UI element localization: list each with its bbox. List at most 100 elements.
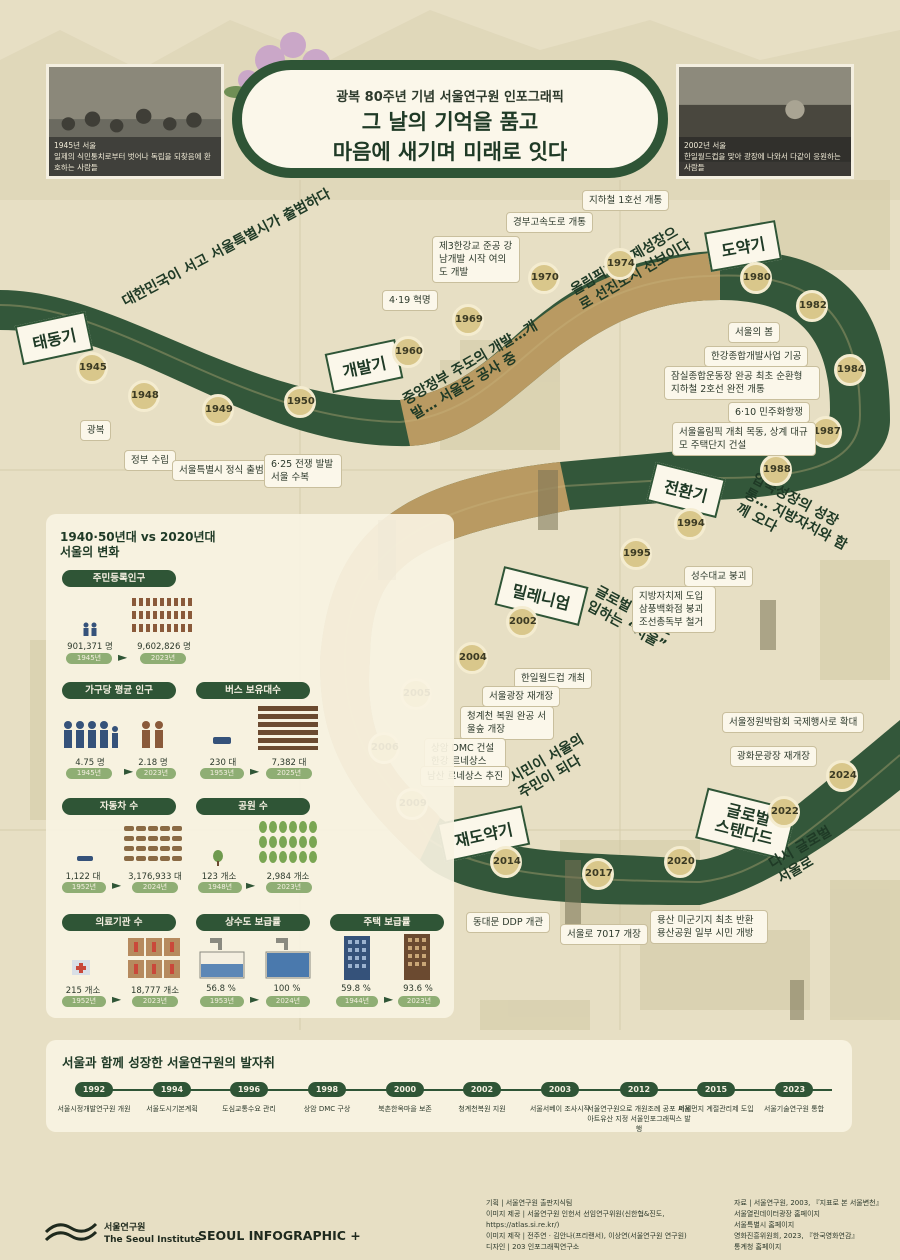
stat-value: 56.8 % <box>206 984 236 994</box>
event-tag: 광복 <box>80 420 112 441</box>
timeline-item: 미세먼지 계절관리제 도입 <box>678 1105 754 1113</box>
arrow-icon: ► <box>250 764 260 778</box>
year-pill: 1948년 <box>198 882 242 893</box>
year-dot: 2017 <box>582 858 614 890</box>
car-icon <box>77 856 93 861</box>
seoul-institute-logo-icon <box>44 1222 98 1242</box>
year-dot: 1970 <box>528 262 560 294</box>
people-icon <box>83 622 97 636</box>
header-title-line1: 그 날의 기억을 품고 <box>361 110 539 134</box>
title-card: 광복 80주년 기념 서울연구원 인포그래픽 그 날의 기억을 품고 마음에 새… <box>232 60 668 178</box>
stat-value: 93.6 % <box>403 984 433 994</box>
arrow-icon: ► <box>112 878 122 892</box>
event-tag: 서울광장 재개장 <box>482 686 561 707</box>
stat-heading: 자동차 수 <box>62 798 176 815</box>
event-tag: 동대문 DDP 개관 <box>466 912 551 933</box>
year-pill: 1953년 <box>200 768 244 779</box>
timeline-item: 서울도시기본계획 <box>146 1105 198 1113</box>
bus-fleet-icon <box>258 706 318 750</box>
year-pill: 2023년 <box>136 768 176 779</box>
timeline-year: 2012 <box>620 1082 658 1097</box>
year-dot: 1974 <box>604 248 636 280</box>
timeline-year: 2000 <box>386 1082 424 1097</box>
stat-value: 1,122 대 <box>65 872 101 882</box>
stat-value: 230 대 <box>209 758 237 768</box>
event-tag: 서울정원박람회 국제행사로 확대 <box>722 712 865 733</box>
event-tag: 제3한강교 준공 강남개발 시작 여의도 개발 <box>432 236 520 283</box>
stat-value: 4.75 명 <box>75 758 105 768</box>
timeline-item: 청계천복원 지원 <box>458 1105 506 1113</box>
timeline-item: 서울서베이 조사시작 <box>529 1105 591 1113</box>
year-dot: 1969 <box>452 304 484 336</box>
water-tank-icon <box>199 938 245 979</box>
header-title-line2: 마음에 새기며 미래로 잇다 <box>332 140 568 164</box>
year-pill: 2023년 <box>398 996 440 1007</box>
year-pill: 2023년 <box>266 882 312 893</box>
stat-value: 2,984 개소 <box>266 872 310 882</box>
year-pill: 1945년 <box>66 768 112 779</box>
timeline-year: 1992 <box>75 1082 113 1097</box>
event-tag: 한강종합개발사업 기공 <box>704 346 809 367</box>
year-pill: 2023년 <box>140 653 186 664</box>
tree-icon <box>213 850 223 866</box>
water-tank-full-icon <box>265 938 311 979</box>
timeline-item: 상암 DMC 구상 <box>303 1105 351 1113</box>
year-dot: 1994 <box>674 508 706 540</box>
year-dot: 2022 <box>768 796 800 828</box>
year-dot: 1945 <box>76 352 108 384</box>
timeline-item: 도심교통수요 관리 <box>222 1105 276 1113</box>
stat-heading: 상수도 보급률 <box>196 914 310 931</box>
forest-icon <box>259 821 317 863</box>
year-pill: 2025년 <box>266 768 312 779</box>
people-crowd-icon <box>132 598 192 632</box>
event-tag: 용산 미군기지 최초 반환 용산공원 일부 시민 개방 <box>650 910 768 944</box>
stat-value: 9,602,826 명 <box>137 642 191 652</box>
event-tag: 경부고속도로 개통 <box>506 212 593 233</box>
event-tag: 서울특별시 정식 출범 <box>172 460 271 481</box>
apartment-tall-icon <box>404 934 430 980</box>
sources: 자료 | 서울연구원, 2003, 『지표로 본 서울변천』서울열린데이터광장 … <box>734 1199 883 1251</box>
event-tag: 성수대교 붕괴 <box>684 566 754 587</box>
timeline-item: 북촌한옥마을 보존 <box>378 1105 432 1113</box>
event-tag: 6·25 전쟁 발발 서울 수복 <box>264 454 342 488</box>
institute-timeline-title: 서울과 함께 성장한 서울연구원의 발자취 <box>62 1055 275 1070</box>
year-pill: 2024년 <box>266 996 310 1007</box>
year-dot: 2020 <box>664 846 696 878</box>
year-dot: 1988 <box>760 454 792 486</box>
arrow-icon: ► <box>250 992 260 1006</box>
year-dot: 1948 <box>128 380 160 412</box>
arrow-icon: ► <box>384 992 394 1006</box>
year-dot: 1982 <box>796 290 828 322</box>
timeline-year: 2002 <box>463 1082 501 1097</box>
apartment-icon <box>344 936 370 980</box>
arrow-icon: ► <box>124 764 134 778</box>
timeline-line <box>78 1089 832 1091</box>
timeline-item: 서울시정개발연구원 개원 <box>57 1105 131 1113</box>
event-tag: 지하철 1호선 개통 <box>582 190 670 211</box>
year-pill: 2023년 <box>132 996 178 1007</box>
hospital-group-icon <box>128 938 180 978</box>
year-dot: 1950 <box>284 386 316 418</box>
stat-value: 3,176,933 대 <box>128 872 182 882</box>
stat-heading: 주택 보급률 <box>330 914 444 931</box>
year-dot: 2002 <box>506 606 538 638</box>
event-tag: 6·10 민주화항쟁 <box>728 402 810 423</box>
stat-heading: 공원 수 <box>196 798 310 815</box>
arrow-icon: ► <box>112 992 122 1006</box>
timeline-year: 1998 <box>308 1082 346 1097</box>
timeline-item: 서울기술연구원 통합 <box>763 1105 825 1113</box>
stat-value: 100 % <box>273 984 301 994</box>
year-pill: 1953년 <box>200 996 244 1007</box>
stat-value: 59.8 % <box>341 984 371 994</box>
header-subtitle: 광복 80주년 기념 서울연구원 인포그래픽 <box>336 90 564 105</box>
year-dot: 1995 <box>620 538 652 570</box>
year-dot: 2024 <box>826 760 858 792</box>
stat-value: 7,382 대 <box>271 758 307 768</box>
year-dot: 2014 <box>490 846 522 878</box>
